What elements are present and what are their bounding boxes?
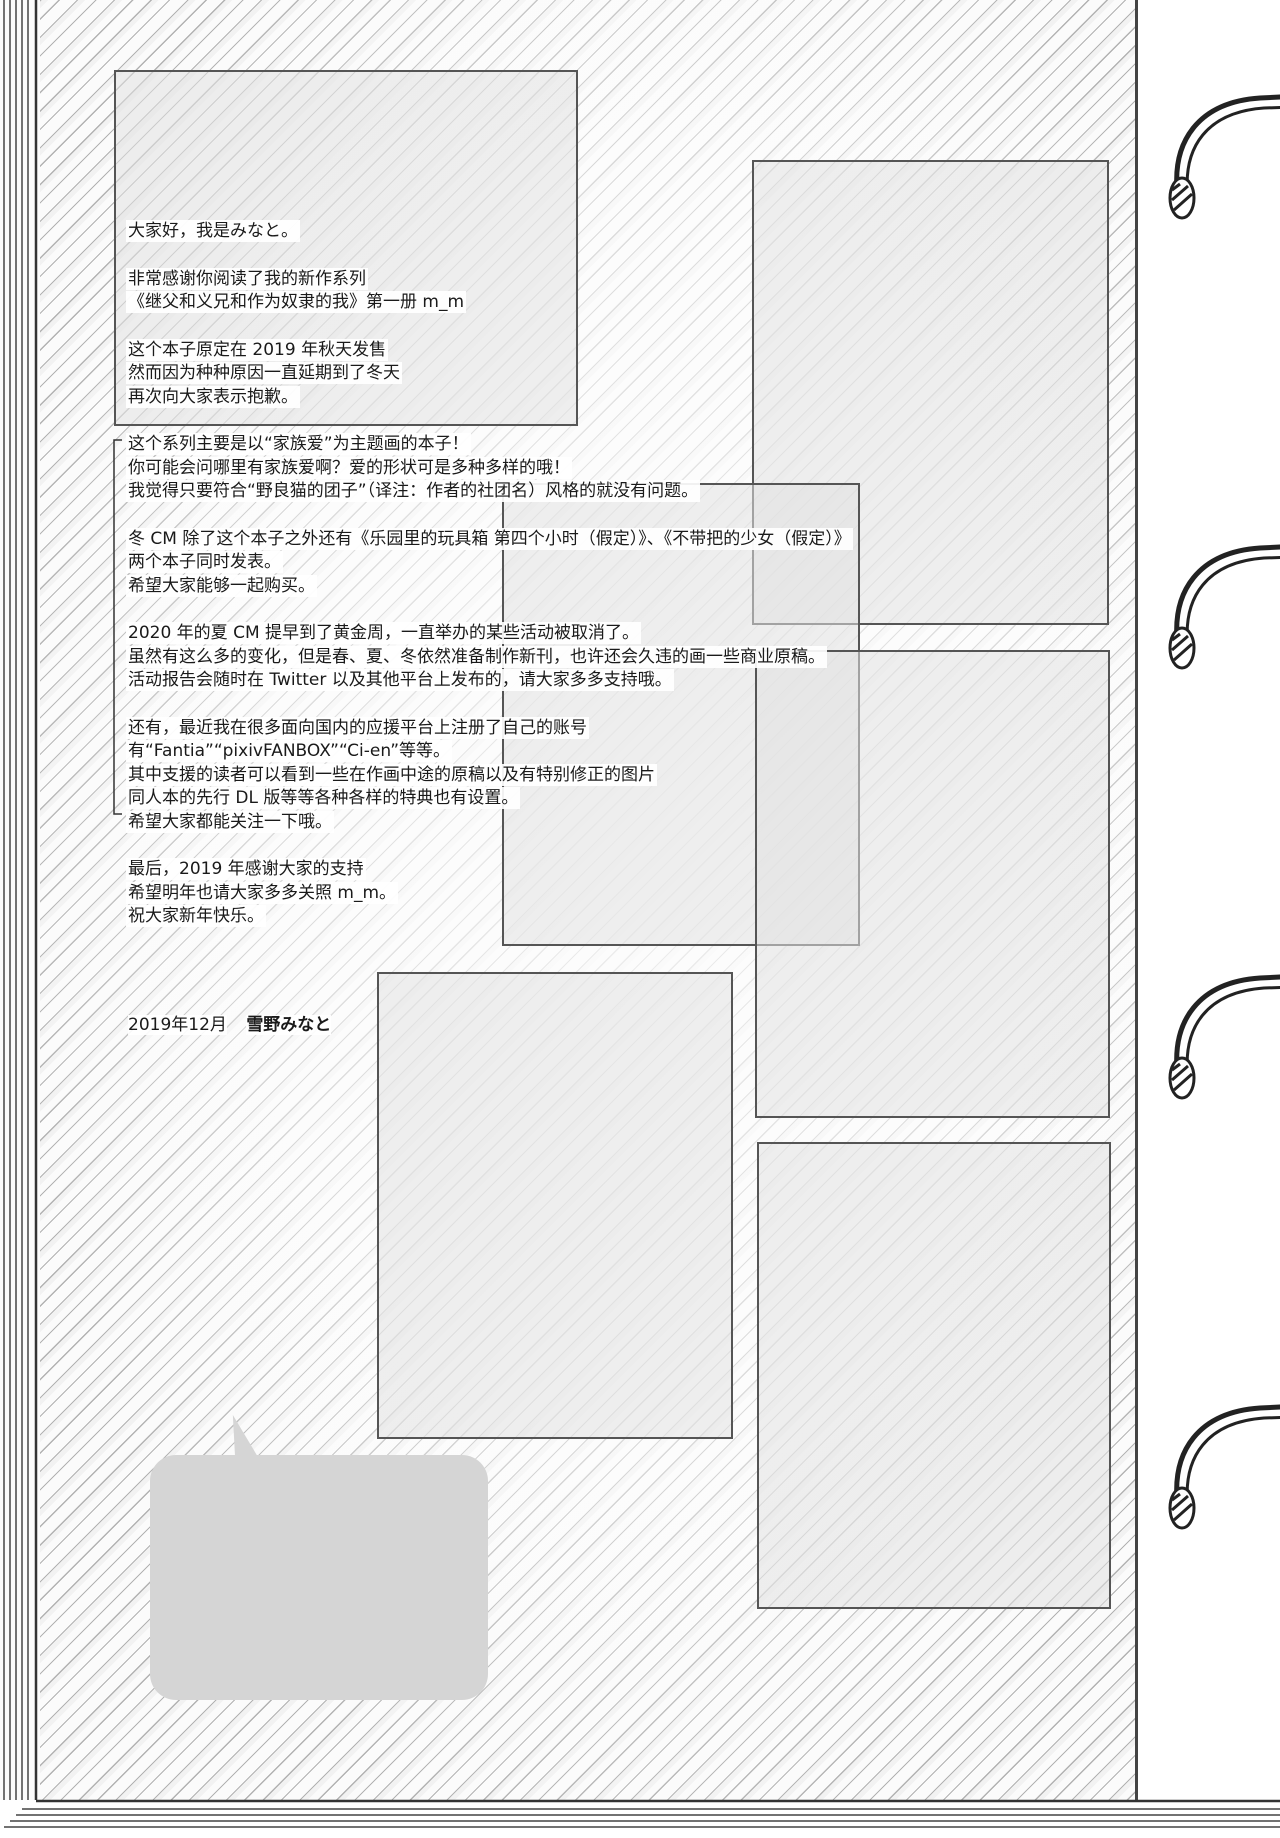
text-line: 活动报告会随时在 Twitter 以及其他平台上发布的，请大家多多支持哦。 [126, 669, 674, 691]
platforms-paragraph: 还有，最近我在很多面向国内的应援平台上注册了自己的账号 有“Fantia”“pi… [126, 716, 996, 835]
delay-paragraph: 这个本子原定在 2019 年秋天发售 然而因为种种原因一直延期到了冬天 再次向大… [126, 338, 996, 410]
binder-ring-icon [1168, 544, 1280, 670]
signature-author: 雪野みなと [246, 1015, 332, 1035]
bottom-edge-lines [4, 1799, 1280, 1828]
text-line: 祝大家新年快乐。 [126, 905, 266, 927]
signature: 2019年12月 雪野みなと [128, 1010, 345, 1035]
thanks-paragraph: 非常感谢你阅读了我的新作系列 《继父和义兄和作为奴隶的我》第一册 m_m [126, 267, 996, 315]
text-line: 冬 CM 除了这个本子之外还有《乐园里的玩具箱 第四个小时（假定）》、《不带把的… [126, 527, 853, 550]
closing-paragraph: 最后，2019 年感谢大家的支持 希望明年也请大家多多关照 m_m。 祝大家新年… [126, 858, 996, 929]
frame-panel-lower-center [377, 972, 733, 1439]
frame-panel-mid-right [755, 650, 1110, 1118]
text-line: 希望大家都能关注一下哦。 [126, 810, 334, 833]
text-line: 然而因为种种原因一直延期到了冬天 [126, 362, 402, 384]
text-line: 希望明年也请大家多多关照 m_m。 [126, 881, 399, 904]
binder-ring-icon [1168, 1404, 1280, 1530]
speech-bubble [150, 1455, 488, 1700]
frame-panel-bottom-right [757, 1142, 1111, 1609]
text-line: 我觉得只要符合“野良猫的团子”（译注：作者的社团名）风格的就没有问题。 [126, 480, 701, 502]
text-line: 两个本子同时发表。 [126, 551, 283, 573]
text-line: 《继父和义兄和作为奴隶的我》第一册 m_m [126, 291, 467, 313]
binder-ring-icon [1168, 974, 1280, 1100]
theme-paragraph: 这个系列主要是以“家族爱”为主题画的本子！ 你可能会问哪里有家族爱啊？爱的形状可… [126, 433, 996, 504]
text-line: 这个系列主要是以“家族爱”为主题画的本子！ [126, 433, 471, 455]
text-line: 希望大家能够一起购买。 [126, 574, 317, 597]
afterword-text: 大家好，我是みなと。 非常感谢你阅读了我的新作系列 《继父和义兄和作为奴隶的我》… [126, 220, 996, 953]
text-line: 同人本的先行 DL 版等等各种各样的特典也有设置。 [126, 787, 521, 809]
text-line: 非常感谢你阅读了我的新作系列 [126, 267, 368, 290]
binder-ring-icon [1168, 94, 1280, 220]
text-line: 还有，最近我在很多面向国内的应援平台上注册了自己的账号 [126, 716, 589, 739]
text-line: 虽然有这么多的变化，但是春、夏、冬依然准备制作新刊，也许还会久违的画一些商业原稿… [126, 645, 827, 668]
text-line: 再次向大家表示抱歉。 [126, 385, 300, 408]
bottom-margin [0, 1800, 1280, 1838]
text-bracket [113, 439, 122, 815]
signature-date: 2019年12月 [128, 1015, 227, 1035]
text-line: 你可能会问哪里有家族爱啊？爱的形状可是多种多样的哦！ [126, 456, 572, 479]
text-line: 最后，2019 年感谢大家的支持 [126, 858, 366, 880]
notebook-binding-strip [1135, 0, 1280, 1838]
text-line: 其中支援的读者可以看到一些在作画中途的原稿以及有特别修正的图片 [126, 763, 657, 786]
greeting-line: 大家好，我是みなと。 [126, 220, 300, 242]
greeting-paragraph: 大家好，我是みなと。 [126, 220, 996, 244]
page-edge-lines [3, 0, 38, 1838]
winter-cm-paragraph: 冬 CM 除了这个本子之外还有《乐园里的玩具箱 第四个小时（假定）》、《不带把的… [126, 527, 996, 599]
text-line: 2020 年的夏 CM 提早到了黄金周，一直举办的某些活动被取消了。 [126, 622, 642, 644]
text-line: 有“Fantia”“pixivFANBOX”“Ci-en”等等。 [126, 740, 453, 762]
summer-cm-paragraph: 2020 年的夏 CM 提早到了黄金周，一直举办的某些活动被取消了。 虽然有这么… [126, 622, 996, 693]
text-line: 这个本子原定在 2019 年秋天发售 [126, 338, 389, 361]
